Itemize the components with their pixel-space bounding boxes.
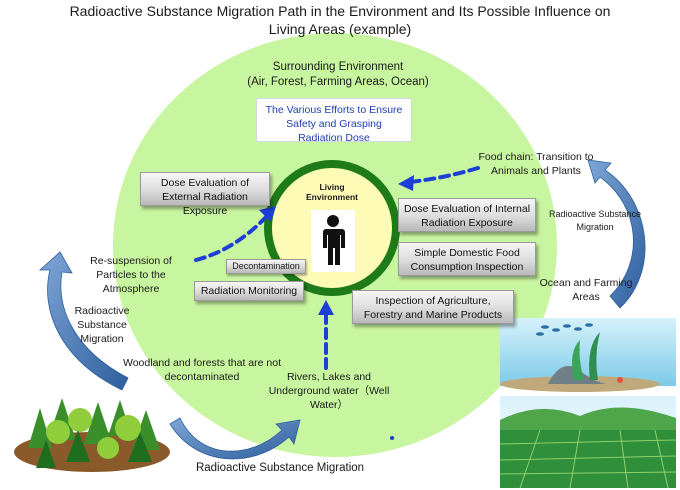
curved-arrow-left <box>38 251 129 391</box>
migration-left-label: Radioactive Substance Migration <box>74 305 130 345</box>
dashed-arrow-foodchain <box>408 166 480 184</box>
ocean-illustration <box>500 318 676 392</box>
food-chain-label: Food chain: Transition to Animals and Pl… <box>478 151 594 177</box>
dashed-arrows <box>194 166 480 440</box>
surrounding-line-1: Surrounding Environment <box>272 61 404 73</box>
forest-illustration <box>14 398 170 472</box>
dashed-arrow-heads <box>259 175 414 315</box>
migration-right-label: Radioactive Substance Migration <box>548 209 642 232</box>
diagram-title: Radioactive Substance Migration Path in … <box>0 2 680 38</box>
title-line-1: Radioactive Substance Migration Path in … <box>69 3 611 19</box>
dashed-arrow-resuspension <box>194 213 270 262</box>
curved-arrow-right <box>587 159 646 309</box>
curved-migration-arrows <box>38 159 646 460</box>
decontamination-box: Decontamination <box>226 259 306 274</box>
title-line-2: Living Areas (example) <box>268 21 412 37</box>
resuspension-label: Re-suspension of Particles to the Atmosp… <box>90 255 172 295</box>
migration-bottom-label: Radioactive Substance Migration <box>195 462 365 474</box>
surrounding-environment-label: Surrounding Environment (Air, Forest, Fa… <box>228 60 448 90</box>
radiation-monitoring-box: Radiation Monitoring <box>194 281 304 301</box>
rivers-label: Rivers, Lakes and Underground water（Well… <box>268 371 390 411</box>
woodland-label: Woodland and forests that are not decont… <box>123 357 281 383</box>
internal-exposure-box: Dose Evaluation of Internal Radiation Ex… <box>398 198 536 232</box>
surrounding-line-2: (Air, Forest, Farming Areas, Ocean) <box>247 76 429 88</box>
person-icon <box>323 215 345 265</box>
external-exposure-box: Dose Evaluation of External Radiation Ex… <box>140 172 270 217</box>
farmland-illustration <box>499 396 677 489</box>
living-environment-label: Living Environment <box>306 182 358 202</box>
agri-inspection-box: Inspection of Agriculture, Forestry and … <box>352 290 514 324</box>
ocean-farming-label: Ocean and Farming Areas <box>539 277 633 303</box>
food-inspection-box: Simple Domestic Food Consumption Inspect… <box>398 242 536 276</box>
curved-arrow-bottom <box>169 417 301 460</box>
efforts-box: The Various Efforts to Ensure Safety and… <box>256 98 412 144</box>
